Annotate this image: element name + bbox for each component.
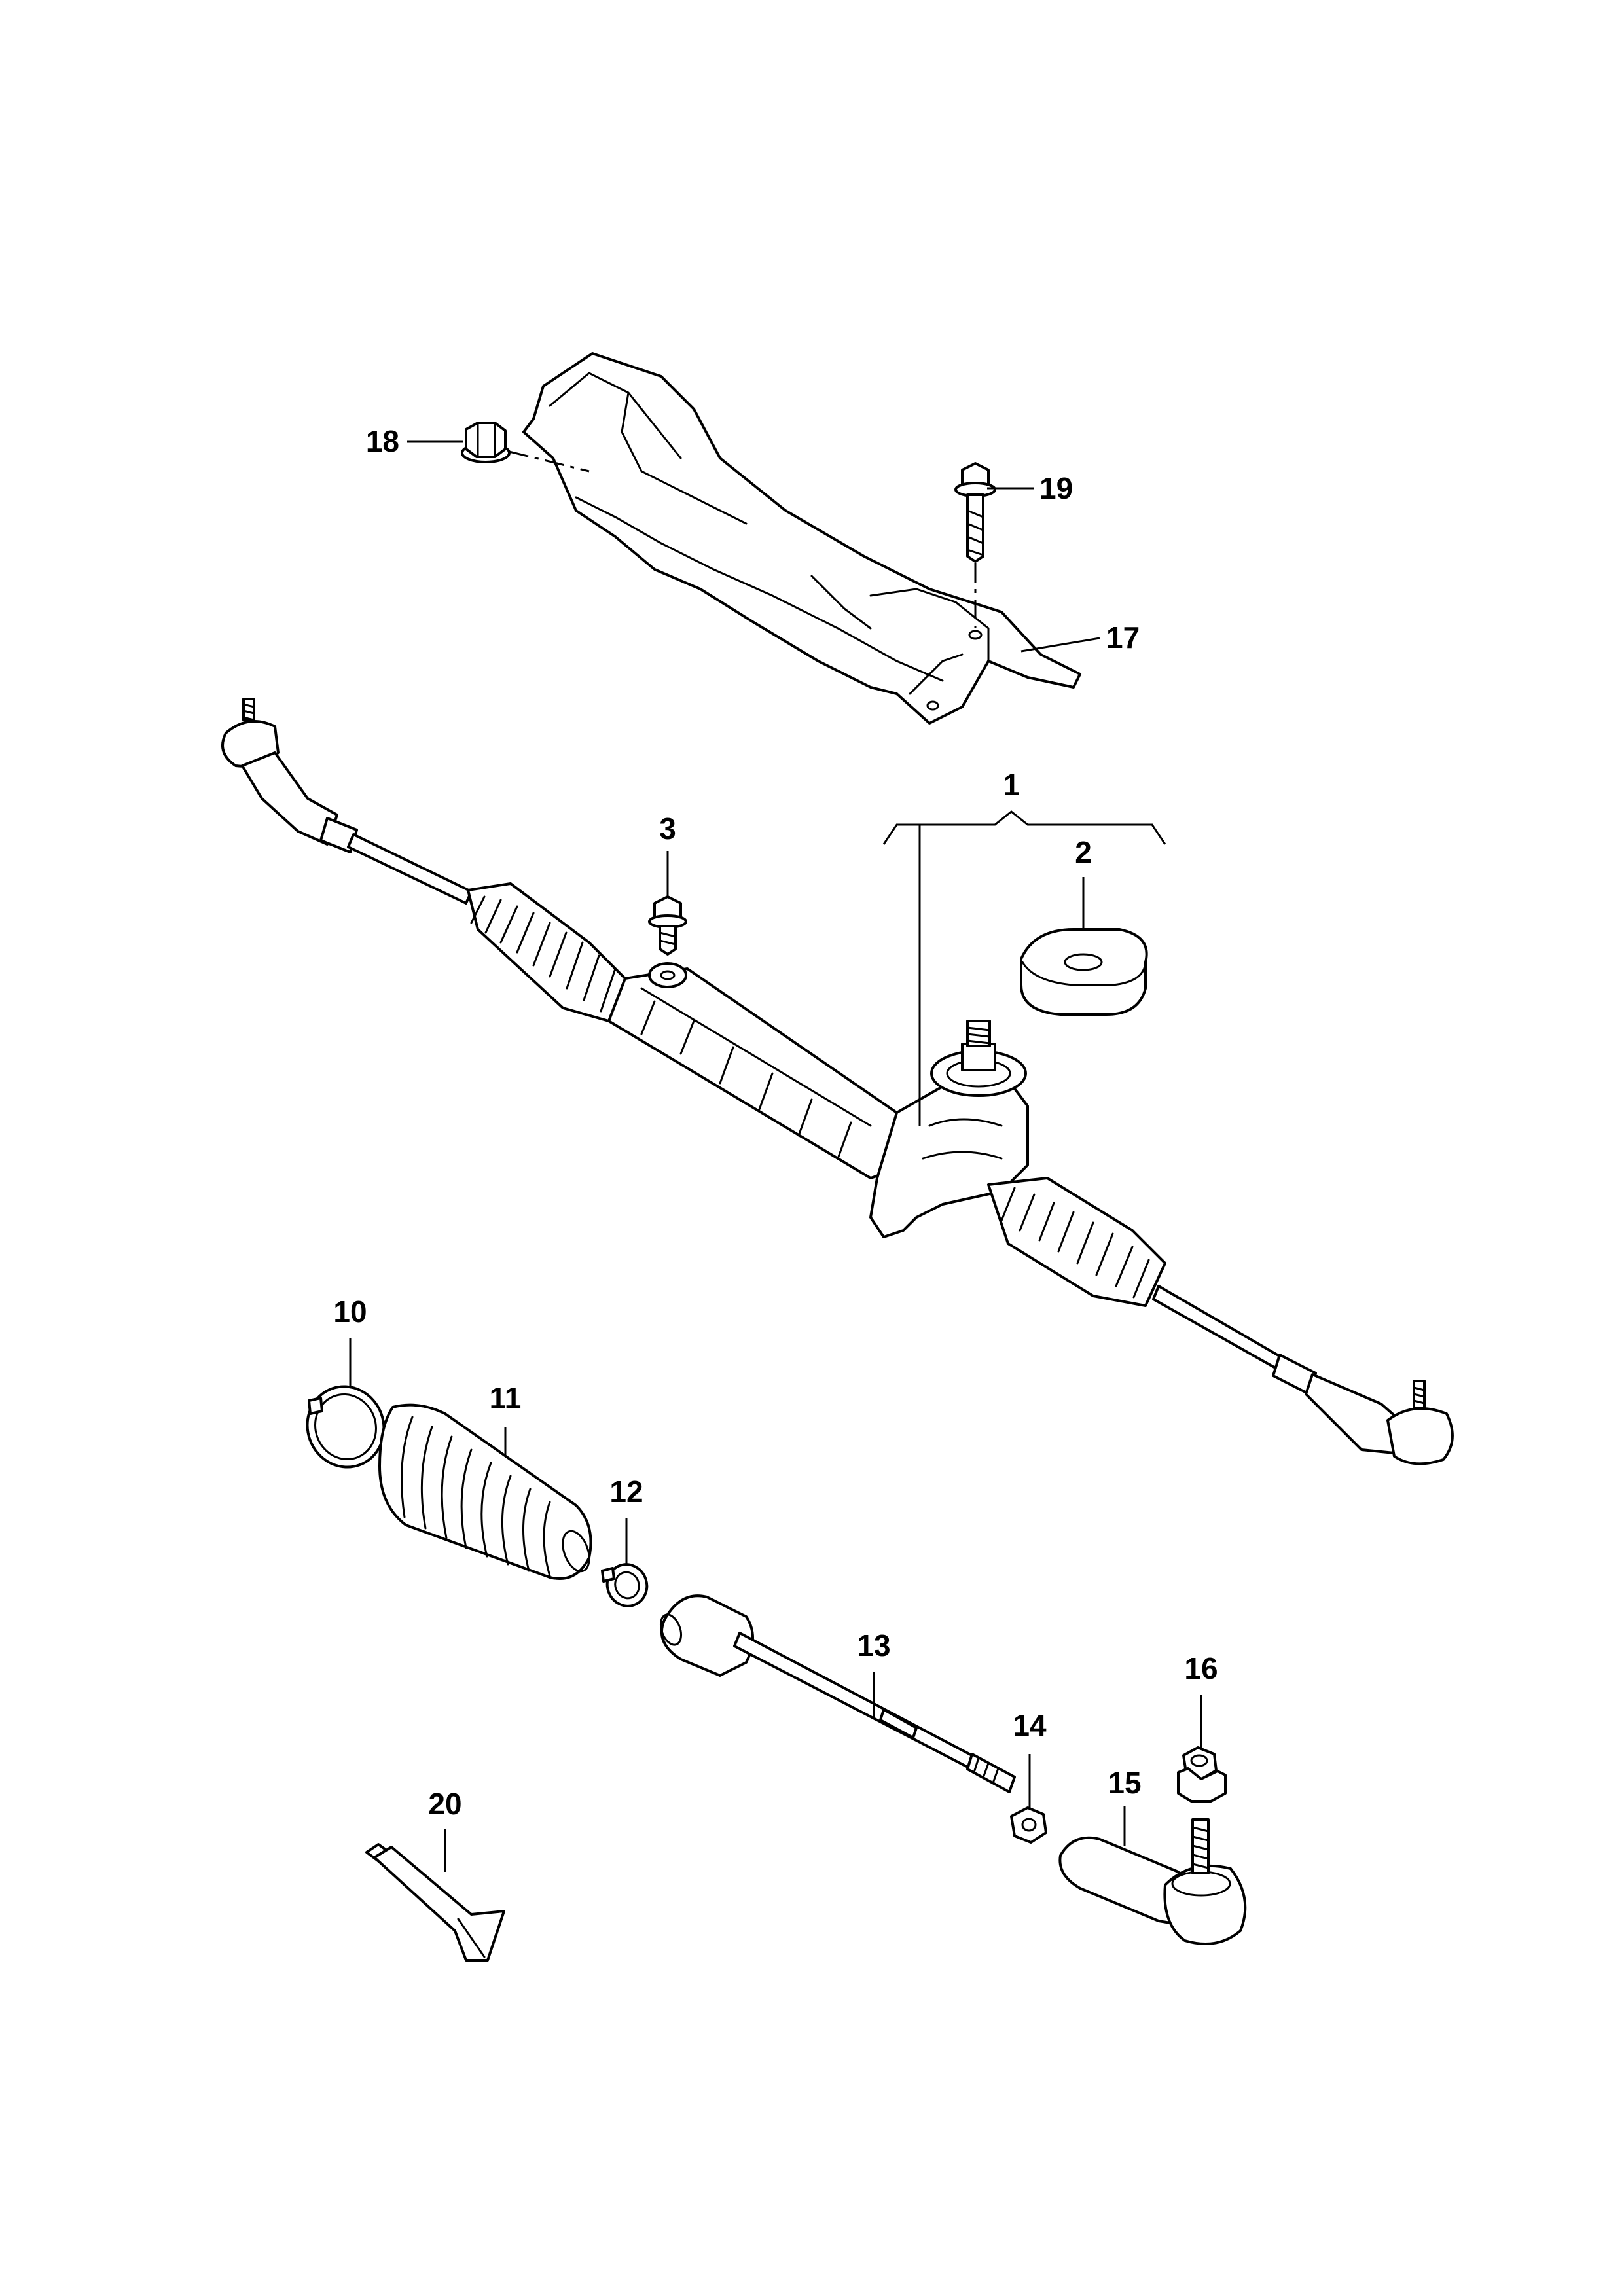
callout-13[interactable]: 13 [857,1628,890,1662]
callout-15[interactable]: 15 [1108,1766,1141,1800]
flange-nut-icon[interactable] [461,422,511,463]
callout-11[interactable]: 11 [490,1381,522,1415]
flange-bolt-icon[interactable] [954,462,996,563]
bolt-icon[interactable] [648,895,687,956]
lock-nut-icon[interactable] [1010,1806,1047,1844]
rack-mount-bushing-icon[interactable] [1020,928,1148,1016]
callout-14[interactable]: 14 [1013,1708,1047,1742]
callout-16[interactable]: 16 [1184,1651,1218,1685]
heat-shield-icon[interactable] [522,352,1081,725]
callout-3[interactable]: 3 [659,812,676,846]
callout-19[interactable]: 19 [1039,471,1073,505]
callout-17[interactable]: 17 [1106,620,1140,655]
callout-12[interactable]: 12 [609,1475,643,1509]
boot-clamp-icon[interactable] [296,1376,395,1478]
bellows-boot-icon[interactable] [378,1403,594,1580]
grease-tube-icon[interactable] [365,1843,505,1962]
callout-18[interactable]: 18 [366,424,399,458]
callout-2[interactable]: 2 [1075,835,1092,869]
callout-1[interactable]: 1 [1003,768,1020,802]
inner-tie-rod-icon[interactable] [657,1594,1016,1793]
callout-20[interactable]: 20 [428,1787,461,1821]
self-locking-nut-icon[interactable] [1177,1746,1227,1803]
small-clamp-icon[interactable] [601,1559,653,1612]
tie-rod-end-icon[interactable] [1058,1818,1247,1945]
steering-rack-assembly-icon[interactable] [221,698,1454,1465]
callout-10[interactable]: 10 [333,1295,367,1329]
